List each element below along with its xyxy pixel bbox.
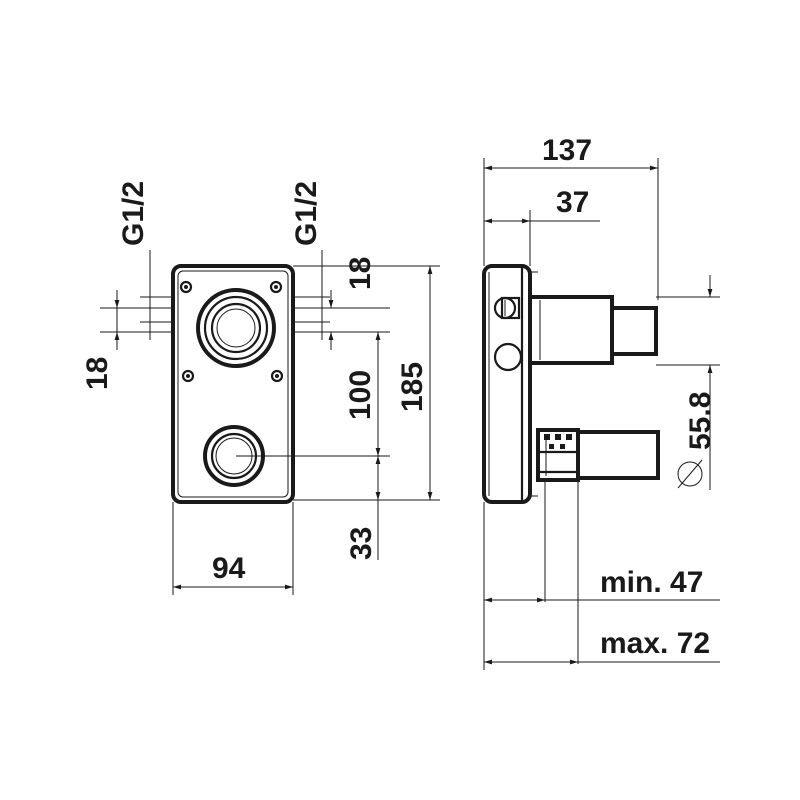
label-thread-left: G1/2 [117,181,150,246]
side-housing-outer [482,264,532,504]
front-plate-inner [177,270,289,498]
label-max-72: max. 72 [600,627,710,660]
label-137: 137 [542,134,592,167]
mounting-hole-icon [179,280,284,383]
label-33: 33 [345,527,378,560]
label-100: 100 [344,370,377,420]
label-18-left: 18 [81,357,114,390]
label-94: 94 [212,552,246,585]
label-185: 185 [396,362,429,412]
label-thread-right: G1/2 [290,181,323,246]
side-nipple-icon [493,296,521,320]
upper-valve-port [196,288,276,368]
diameter-icon [677,459,703,489]
label-37: 37 [556,186,589,219]
side-port-circle [493,342,523,372]
label-min-47: min. 47 [600,566,703,599]
front-plate-outer [171,264,295,504]
label-55-8: 55.8 [684,392,717,450]
front-view: G1/2 G1/2 18 18 100 185 33 94 [81,181,440,595]
label-18-top: 18 [344,257,377,290]
upper-cartridge [528,295,658,365]
lower-cartridge [536,428,660,664]
side-view: 137 37 55.8 min. 47 max. 72 [482,134,720,670]
